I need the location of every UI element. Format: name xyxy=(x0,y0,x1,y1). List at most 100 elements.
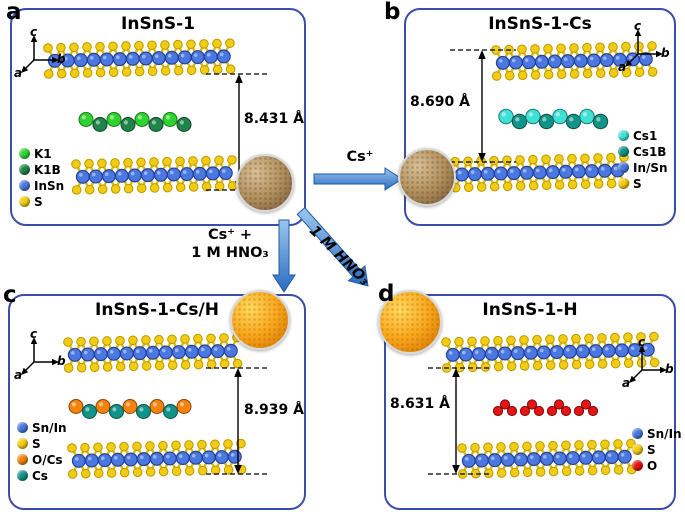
panel-a-title: InSnS-1 xyxy=(121,14,195,34)
axis-label-c: c xyxy=(638,335,646,349)
powder-photo-insns1-h xyxy=(378,290,442,354)
axis-label-b: b xyxy=(661,46,670,60)
legend-label: K1 xyxy=(34,146,52,161)
panel-a-dspacing: 8.431 Å xyxy=(244,111,304,127)
panel-c-structure xyxy=(63,332,270,479)
cs-hno3-line2: 1 M HNO₃ xyxy=(191,245,269,262)
panel-d-structure xyxy=(428,331,660,479)
legend-swatch xyxy=(19,196,30,207)
axis-label-a: a xyxy=(14,368,23,382)
panel-b-letter: b xyxy=(384,0,401,25)
interlayer-distance-marker xyxy=(428,367,492,475)
legend-label: Cs xyxy=(32,468,48,483)
powder-photo-insns1-csh xyxy=(230,290,290,350)
legend-item: O/Cs xyxy=(17,452,67,467)
legend-label: O xyxy=(647,458,658,473)
legend-label: Cs1 xyxy=(633,128,658,143)
axis-label-b: b xyxy=(665,362,674,376)
legend-item: S xyxy=(17,436,67,451)
legend-swatch xyxy=(618,146,629,157)
legend-label: S xyxy=(633,176,642,191)
legend-label: In/Sn xyxy=(633,160,668,175)
arrow-cs-hno3 xyxy=(272,219,296,293)
axes-arrows-icon xyxy=(21,337,59,375)
legend-item: Cs1B xyxy=(618,144,668,159)
interlayer-distance-marker xyxy=(450,49,516,163)
panel-d-dspacing: 8.631 Å xyxy=(390,396,450,412)
axis-label-a: a xyxy=(618,60,627,74)
axis-label-c: c xyxy=(634,19,642,33)
arrow-cs-exchange xyxy=(313,167,403,191)
axis-label-b: b xyxy=(57,354,66,368)
panel-d-letter: d xyxy=(378,281,395,307)
panel-c-title: InSnS-1-Cs/H xyxy=(95,300,219,320)
legend-item: S xyxy=(618,176,668,191)
axis-label-a: a xyxy=(622,376,631,390)
panel-b-dspacing: 8.690 Å xyxy=(410,94,470,110)
panel-c: InSnS-1-Cs/H 8.939 Å c b a Sn/In S O/Cs … xyxy=(8,294,306,510)
panel-b-axes: c b a xyxy=(618,20,672,74)
legend-label: S xyxy=(34,194,43,209)
panel-a-letter: a xyxy=(6,0,22,25)
legend-swatch xyxy=(19,180,30,191)
panel-a: InSnS-1 8.431 Å c b a K1 K1B InSn S xyxy=(10,8,306,226)
legend-label: O/Cs xyxy=(32,452,63,467)
legend-swatch xyxy=(632,444,643,455)
legend-item: Sn/In xyxy=(632,426,682,441)
panel-a-legend: K1 K1B InSn S xyxy=(19,146,64,210)
legend-item: InSn xyxy=(19,178,64,193)
panel-c-letter: c xyxy=(3,282,17,308)
legend-item: S xyxy=(632,442,682,457)
panel-b-title: InSnS-1-Cs xyxy=(488,14,592,34)
legend-swatch xyxy=(17,438,28,449)
legend-swatch xyxy=(17,470,28,481)
panel-c-axes: c b a xyxy=(14,328,68,382)
panel-a-axes: c b a xyxy=(14,26,68,80)
legend-swatch xyxy=(17,422,28,433)
panel-d-axes: c b a xyxy=(622,336,676,390)
legend-label: Sn/In xyxy=(32,420,67,435)
interlayer-distance-marker xyxy=(206,367,270,475)
legend-label: InSn xyxy=(34,178,65,193)
legend-label: S xyxy=(647,442,656,457)
legend-item: O xyxy=(632,458,682,473)
cs-hno3-arrow-label: Cs⁺ + 1 M HNO₃ xyxy=(186,226,274,262)
legend-swatch xyxy=(618,178,629,189)
legend-swatch xyxy=(19,164,30,175)
legend-label: Sn/In xyxy=(647,426,682,441)
legend-item: S xyxy=(19,194,64,209)
legend-item: In/Sn xyxy=(618,160,668,175)
panel-b-legend: Cs1 Cs1B In/Sn S xyxy=(618,128,668,192)
legend-item: Cs1 xyxy=(618,128,668,143)
legend-label: S xyxy=(32,436,41,451)
axis-label-a: a xyxy=(14,66,23,80)
axis-label-c: c xyxy=(30,327,38,341)
legend-item: K1B xyxy=(19,162,64,177)
powder-photo-insns1 xyxy=(236,154,294,212)
legend-swatch xyxy=(17,454,28,465)
legend-item: Cs xyxy=(17,468,67,483)
legend-label: Cs1B xyxy=(633,144,667,159)
axes-arrows-icon xyxy=(625,29,663,67)
panel-a-structure xyxy=(43,38,268,195)
axes-arrows-icon xyxy=(21,35,59,73)
legend-swatch xyxy=(618,130,629,141)
axes-arrows-icon xyxy=(629,345,667,383)
cs-arrow-label: Cs⁺ xyxy=(346,149,374,165)
panel-d-legend: Sn/In S O xyxy=(632,426,682,474)
hno3-arrow-label: 1 M HNO₃ xyxy=(305,222,373,289)
legend-swatch xyxy=(19,148,30,159)
axis-label-c: c xyxy=(30,25,38,39)
powder-photo-insns1-cs xyxy=(398,148,456,206)
panel-d-title: InSnS-1-H xyxy=(482,300,578,320)
panel-c-legend: Sn/In S O/Cs Cs xyxy=(17,420,67,484)
legend-label: K1B xyxy=(34,162,61,177)
legend-item: Sn/In xyxy=(17,420,67,435)
axis-label-b: b xyxy=(57,52,66,66)
legend-item: K1 xyxy=(19,146,64,161)
legend-swatch xyxy=(618,162,629,173)
legend-swatch xyxy=(632,460,643,471)
legend-swatch xyxy=(632,428,643,439)
panel-c-dspacing: 8.939 Å xyxy=(244,402,304,418)
